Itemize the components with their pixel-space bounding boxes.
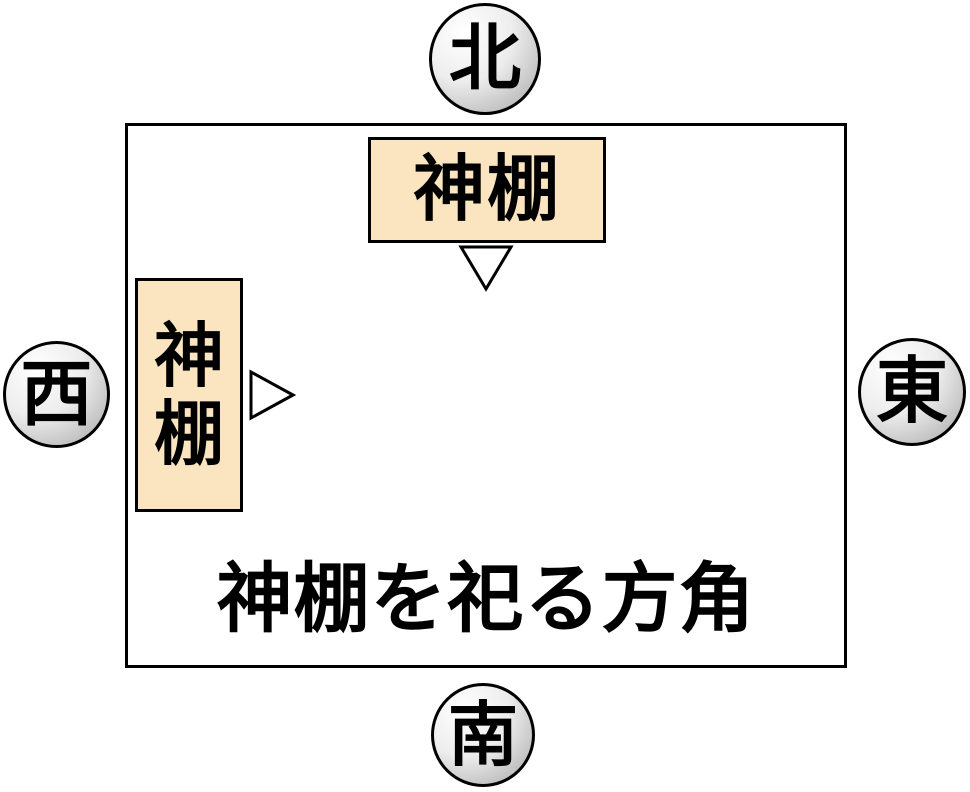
compass-label-east: 東 xyxy=(875,352,948,432)
compass-label-south: 南 xyxy=(448,696,518,774)
facing-arrow-down-icon xyxy=(458,244,514,297)
facing-arrow-right-icon xyxy=(248,369,297,426)
kamidana-shelf-west-label-char-2: 棚 xyxy=(154,395,224,473)
compass-label-north: 北 xyxy=(448,19,521,99)
kamidana-shelf-north-label: 神棚 xyxy=(412,150,561,230)
kamidana-shelf-west-wall: 神 棚 xyxy=(135,278,243,512)
compass-badge-south: 南 xyxy=(431,683,535,787)
compass-badge-east: 東 xyxy=(858,338,966,446)
kamidana-shelf-west-label-char-1: 神 xyxy=(154,317,224,395)
compass-badge-north: 北 xyxy=(429,3,541,115)
diagram-title: 神棚を祀る方角 xyxy=(216,557,756,642)
compass-label-west: 西 xyxy=(20,354,93,435)
kamidana-shelf-north-wall: 神棚 xyxy=(368,137,606,243)
compass-badge-west: 西 xyxy=(3,341,110,448)
